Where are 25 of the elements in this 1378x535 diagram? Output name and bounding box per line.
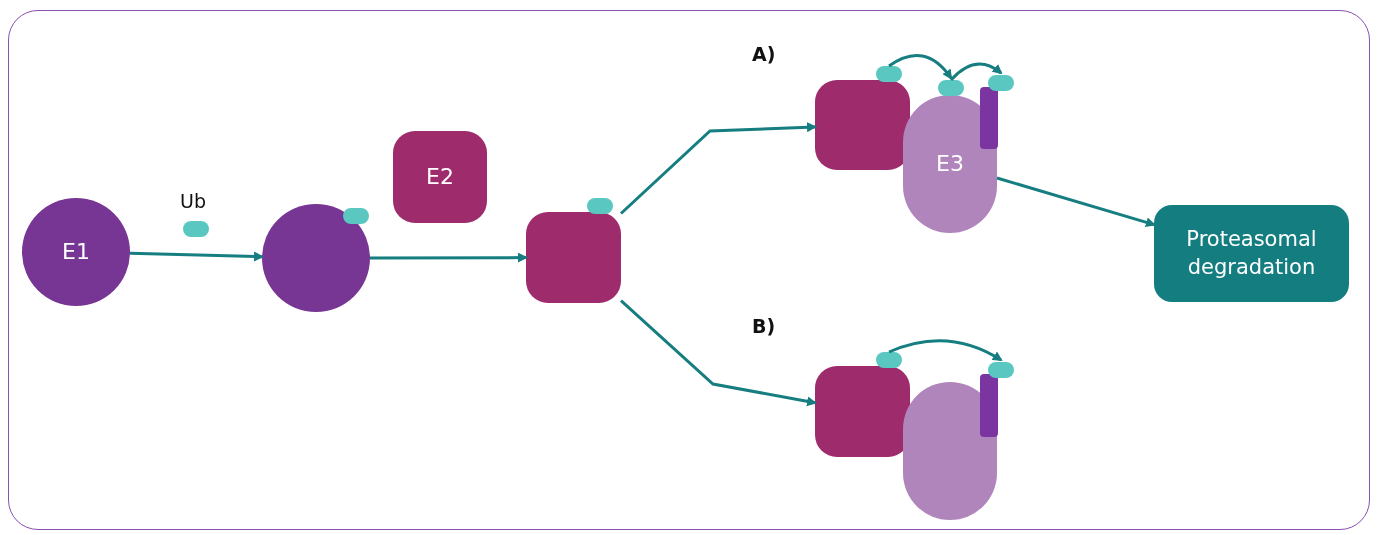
- ubiquitin-pill: [938, 80, 964, 96]
- enzyme-box: [526, 212, 621, 303]
- panel-label: B): [752, 315, 776, 337]
- arrow: [996, 176, 1156, 228]
- arrow: [620, 299, 817, 407]
- ubiquitin-label: Ub: [180, 190, 206, 212]
- e1-enzyme-circle: E1: [22, 198, 130, 306]
- curved-arrow: [949, 62, 1003, 82]
- curved-arrow: [888, 54, 953, 80]
- ubiquitin-pill: [988, 362, 1014, 378]
- arrow: [129, 251, 264, 262]
- curved-arrow: [888, 339, 1003, 362]
- e2-enzyme-box: E2: [393, 131, 487, 223]
- panel-label: A): [752, 43, 776, 65]
- substrate-bar: [980, 374, 998, 437]
- ubiquitin-pill: [988, 75, 1014, 91]
- e2-enzyme-box: [815, 366, 910, 457]
- degradation-box: Proteasomal degradation: [1154, 205, 1349, 302]
- arrow: [620, 122, 817, 215]
- e2-enzyme-box: [815, 80, 910, 170]
- ubiquitin-pill: [876, 352, 902, 368]
- substrate-bar: [980, 87, 998, 149]
- e3-ligase-shape: E3: [903, 95, 997, 233]
- arrow: [370, 252, 528, 263]
- ubiquitin-pill: [876, 66, 902, 82]
